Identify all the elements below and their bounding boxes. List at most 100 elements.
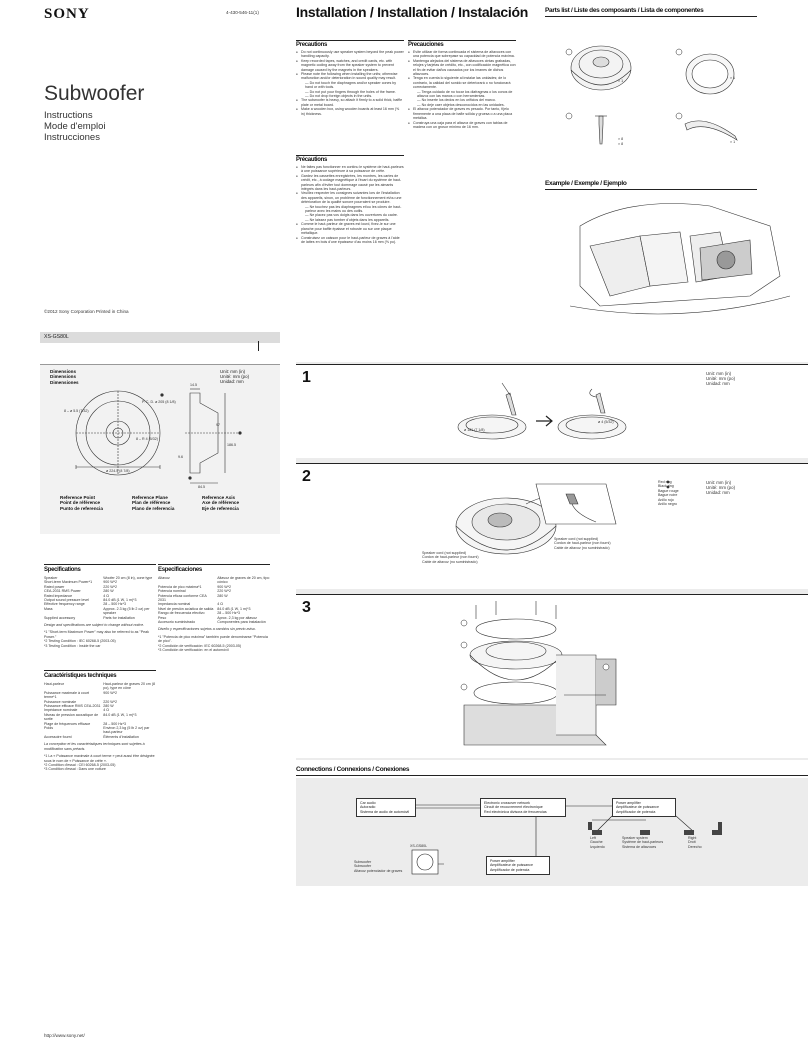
spec-key: Rated power — [44, 584, 65, 589]
step-1-number: 1 — [302, 369, 311, 386]
sub-es: Altavoz potenciador de graves — [354, 868, 403, 873]
s1-unit-fr: Unité: mm (po) — [706, 376, 736, 382]
ring-black-fr: Bague noire — [658, 493, 678, 498]
spec-value: 28 – 500 Hz*3 — [103, 721, 126, 726]
step-3-drawing — [460, 601, 617, 746]
specs-fr: Caractéristiques techniques Haut-parleur… — [44, 673, 156, 772]
step-2-cord-left: Speaker cord (not supplied) Cordon de ha… — [422, 551, 479, 564]
dim-label-9-6: 9.6 — [178, 455, 183, 459]
spec-footnote: *3 Condición de verificación: en el auto… — [158, 648, 229, 653]
precautions-es-title: Precauciones — [408, 42, 444, 48]
spec-key: Impédance nominale — [44, 708, 78, 713]
spec-row: Accesorio suministrado Componentes para i… — [158, 620, 270, 624]
left-speaker-label: Left Gauche Izquierdo — [590, 836, 605, 849]
spec-key: Accesorio suministrado — [158, 620, 196, 625]
step-1-drill-diameter: ø 4 (5/32) — [598, 420, 614, 424]
amp-top-fr: Amplificateur de puissance — [616, 805, 659, 810]
dimensions-titles: Dimensions Dimensions Dimensiones — [50, 369, 79, 385]
step-2-number: 2 — [302, 468, 311, 485]
precaution-item: — Tenga cuidado de no tocar los diafragm… — [417, 89, 513, 99]
cut-mark — [258, 341, 259, 351]
spec-row: Poids Environ 2,3 kg (5 lb 2 oz) par haut… — [44, 726, 156, 735]
spec-value: Parts for installation — [103, 615, 135, 620]
precaution-item: — Ne laissez pas tomber d'objets dans le… — [305, 217, 390, 222]
spec-value: Approx. 2.3 kg (5 lb 2 oz) per speaker — [103, 606, 150, 616]
cord-right-fr: Cordon de haut-parleur (non fourni) — [554, 541, 611, 546]
spec-key: Output sound pressure level — [44, 598, 89, 603]
sub-fr: Subwoofer — [354, 864, 372, 869]
spec-value: Haut-parleur de graves 20 cm (8 po), typ… — [103, 682, 155, 691]
precaution-item: Make a wooden box, using wooden boards a… — [296, 107, 404, 116]
spec-value: 4 Ω — [103, 593, 109, 598]
subwoofer-label: Subwoofer Subwoofer Altavoz potenciador … — [354, 860, 402, 873]
spec-value: 4 Ω — [103, 708, 109, 713]
ring-red-en: Red ring — [658, 480, 672, 484]
legend-a-fr: Point de référence — [60, 500, 101, 506]
precaution-item: Tenga en cuenta lo siguiente al instalar… — [408, 76, 516, 89]
specs-es-rule — [158, 564, 270, 565]
specs-fr-footnotes: *1 La « Puissance maximale à court terme… — [44, 754, 156, 772]
connections-wiring — [411, 804, 722, 875]
legend-c-en: Reference Axis — [202, 495, 236, 500]
step-3-number: 3 — [302, 599, 311, 616]
legend-b-fr: Plan de référence — [132, 500, 171, 506]
spec-key: Peso — [158, 615, 167, 620]
spec-value: Componentes para instalación — [217, 620, 266, 625]
example-title: Example / Exemple / Ejemplo — [545, 180, 627, 187]
step-2-cord-right: Speaker cord (not supplied) Cordon de ha… — [554, 537, 611, 550]
spec-row: Output sound pressure level 84.0 dB (1 W,… — [44, 598, 156, 602]
example-rule — [545, 189, 757, 190]
spec-key: Haut-parleur — [44, 682, 64, 686]
cord-right-es: Cable de altavoz (no suministrado) — [554, 545, 610, 550]
specs-fr-title: Caractéristiques techniques — [44, 673, 117, 679]
precaution-item: — No inserte los dedos en los orificios … — [417, 98, 496, 103]
sony-url[interactable]: http://www.sony.net/ — [44, 1033, 85, 1038]
spec-value: Éléments d'installation — [103, 734, 139, 739]
precaution-item: Comme le haut-parleur de graves est lour… — [296, 222, 404, 235]
connections-rule — [296, 775, 808, 776]
spec-footnote: *2 Testing Condition : IEC 60268-5 (2003… — [44, 639, 116, 644]
spec-key: Speaker — [44, 576, 58, 580]
precautions-es: Precauciones Evite utilizar de forma con… — [408, 42, 516, 129]
step-1-hole-diameter: ø 181 (7 1/8) — [464, 428, 485, 432]
spec-key: Niveau de pression acoustique de sortie — [44, 712, 99, 722]
car-audio-box: Car audio Autoradio Sistema de audio de … — [356, 798, 416, 818]
manual-title-fr: Mode d'emploi — [44, 121, 106, 132]
left-es: Izquierdo — [590, 844, 605, 849]
step-2-units: Unit: mm (in) Unité: mm (po) Unidad: mm — [706, 480, 735, 496]
precaution-item: — Ne touchez pas les diaphragmes et/ou l… — [305, 204, 402, 214]
spec-value: 84.0 dB (1 W, 1 m)*3 — [103, 598, 137, 603]
dim-unit-fr: Unité: mm (po) — [220, 374, 250, 380]
spec-value: 84.0 dB (1 W, 1 m)*3 — [217, 606, 251, 611]
precaution-item: Construya una caja para el altavoz de gr… — [408, 121, 516, 130]
right-fr: Droit — [688, 840, 696, 845]
crossover-es: Red electrónica divisora de frecuencias — [484, 809, 547, 814]
precaution-item: — No deje caer objetos desconocidos en l… — [417, 102, 505, 107]
spec-value: 280 W — [103, 704, 114, 709]
manual-titles: Instructions Mode d'emploi Instrucciones — [44, 110, 106, 143]
legend-reference-point: Reference Point Point de référence Punto… — [60, 495, 103, 511]
spec-value: 900 W*2 — [217, 584, 231, 589]
legend-reference-axis: Reference Axis Axe de référence Eje de r… — [202, 495, 239, 511]
power-amplifier-bottom-box: Power amplifier Amplificateur de puissan… — [486, 856, 550, 876]
parts-drawing — [565, 45, 738, 145]
legend-c-es: Eje de referencia — [202, 505, 239, 511]
parts-qty-1: × 1 — [618, 79, 624, 83]
spec-value: Environ 2,3 kg (5 lb 2 oz) par haut-parl… — [103, 726, 150, 735]
specs-fr-note: La conception et les caractéristiques te… — [44, 742, 145, 751]
spec-footnote: *3 Condition d'essai : Dans une voiture — [44, 767, 106, 772]
precaution-item: Construisez un caisson pour le haut-parl… — [296, 236, 404, 245]
prec-fr-rule — [296, 155, 404, 156]
ring-red-fr: Bague rouge — [658, 488, 679, 493]
parts-qty-5: × 1 — [730, 140, 736, 144]
step-1: 1 Unit: mm (in) Unité: mm (po) Unidad: m… — [296, 364, 808, 458]
power-amplifier-top-box: Power amplifier Amplificateur de puissan… — [612, 798, 676, 818]
spec-key: Poids — [44, 726, 53, 731]
spec-key: Puissance maximale à court terme*1 — [44, 690, 89, 700]
precautions-fr-title: Précautions — [296, 157, 328, 163]
precautions-en: Precautions Do not continuously use spea… — [296, 42, 404, 116]
